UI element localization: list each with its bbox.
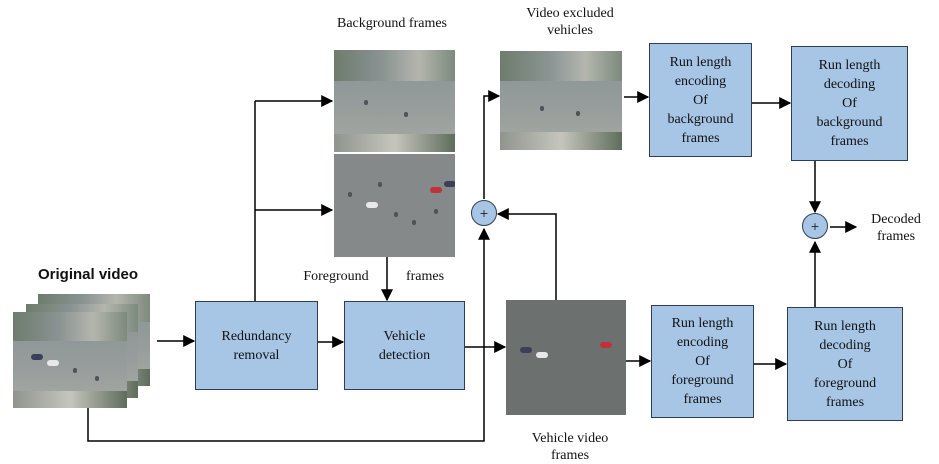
rle-foreground-box: Run length encoding Of foreground frames [651, 305, 754, 418]
foreground-frame-image [334, 154, 455, 257]
video-excluded-image [500, 51, 622, 150]
vehicle-detection-box: Vehicle detection [344, 301, 465, 390]
original-video-frame-1 [13, 312, 127, 408]
redundancy-removal-box: Redundancy removal [195, 301, 318, 390]
sum-junction-decoder: + [802, 213, 828, 239]
video-excluded-label: Video excluded vehicles [526, 6, 614, 38]
sum-junction-encoder: + [471, 200, 497, 226]
vehicle-video-image [506, 300, 626, 415]
frames-label: frames [405, 269, 445, 284]
arrow-original-to-plus [87, 227, 490, 442]
decoded-frames-label: Decoded frames [871, 212, 921, 244]
rld-foreground-box: Run length decoding Of foreground frames [787, 307, 903, 421]
background-frames-label: Background frames [336, 16, 448, 31]
rld-background-box: Run length decoding Of background frames [791, 46, 908, 161]
vehicle-video-frames-label: Vehicle video frames [531, 431, 609, 463]
arrow-vehicle-frames-to-plus [496, 208, 557, 300]
foreground-label: Foreground [303, 269, 369, 284]
background-frame-image [334, 50, 455, 152]
original-video-label: Original video [37, 266, 139, 283]
arrow-plus-to-video-excluded [483, 90, 501, 199]
rle-background-box: Run length encoding Of background frames [649, 43, 752, 157]
